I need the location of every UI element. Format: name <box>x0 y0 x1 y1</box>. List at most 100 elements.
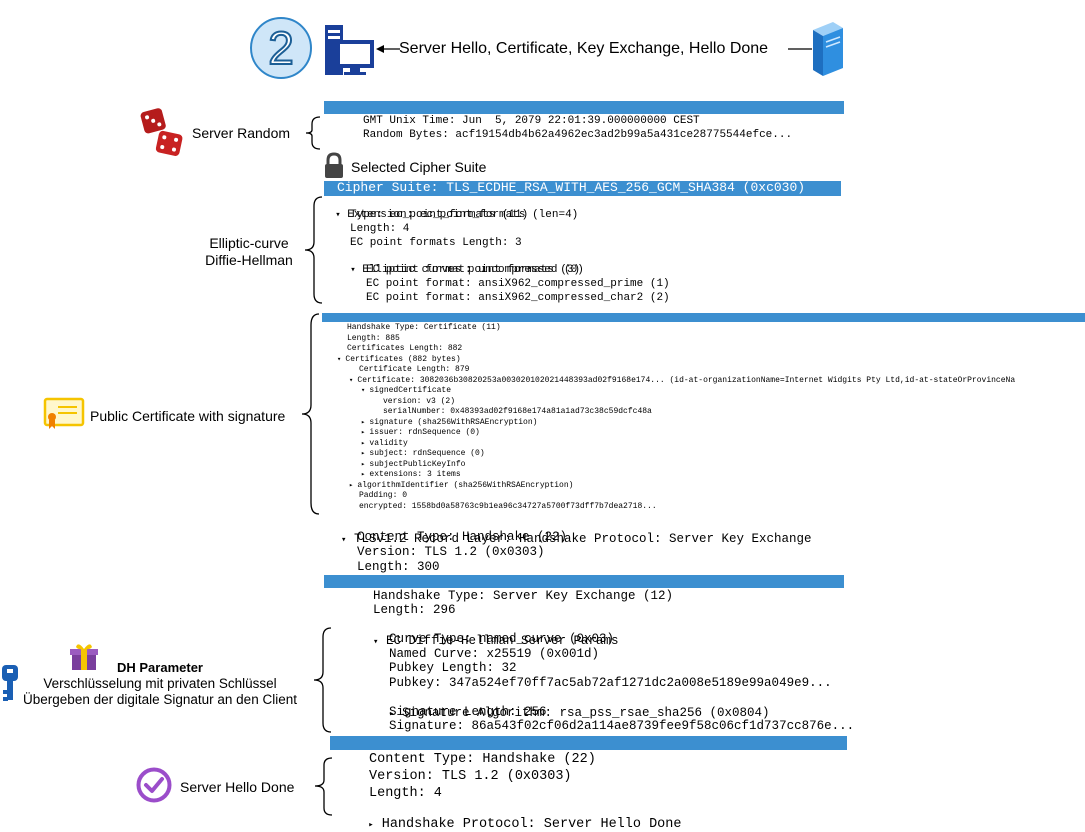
ske-hs-header[interactable]: ▾ Handshake Protocol: Server Key Exchang… <box>343 574 651 605</box>
label-ecdh-line-1: Diffie-Hellman <box>205 252 293 268</box>
ec-sub-header[interactable]: ▾ Elliptic curves point formats (3) <box>337 250 580 277</box>
hello-done-last-text: Handshake Protocol: Server Hello Done <box>381 817 682 832</box>
hello-done-last[interactable]: ▸ Handshake Protocol: Server Hello Done <box>352 802 681 832</box>
expand-closed-arrow-icon[interactable]: ▸ <box>361 418 370 427</box>
lock-icon <box>325 152 343 178</box>
label-server-random: Server Random <box>192 125 291 141</box>
certificate-line[interactable]: ▸ subject: rdnSequence (0) <box>361 449 485 460</box>
certificate-line[interactable]: ▸ issuer: rdnSequence (0) <box>361 428 480 439</box>
collapse-arrow-icon[interactable]: ▾ <box>349 376 358 385</box>
key-icon <box>2 665 18 701</box>
ec-extension-header[interactable]: ▾ Extension: ec_point_formats (len=4) <box>322 195 578 222</box>
ske-param-line-1: Named Curve: x25519 (0x001d) <box>389 647 600 661</box>
brace-ecdh <box>304 196 323 304</box>
certificate-line-text: Padding: 0 <box>359 491 408 500</box>
expand-closed-arrow-icon[interactable]: ▸ <box>361 471 370 479</box>
collapse-arrow-icon[interactable]: ▾ <box>337 355 346 364</box>
expand-closed-arrow-icon[interactable]: ▸ <box>368 820 374 830</box>
ske-record-line-2: Length: 300 <box>357 560 440 574</box>
ske-hs-line-0: Handshake Type: Server Key Exchange (12) <box>373 589 674 603</box>
ske-hs-line-1: Length: 296 <box>373 603 456 617</box>
collapse-arrow-icon[interactable]: ▾ <box>361 387 370 395</box>
certificate-line-text: algorithmIdentifier (sha256WithRSAEncryp… <box>357 480 574 490</box>
arrow-to-computer <box>376 45 400 53</box>
certificate-line-text: Certificate Length: 879 <box>359 365 470 374</box>
certificate-icon <box>43 397 85 429</box>
certificate-line: Length: 885 <box>347 334 400 345</box>
certificate-line[interactable]: ▾ Certificate: 3082036b30820253a00302010… <box>349 376 1015 387</box>
expand-closed-arrow-icon[interactable]: ▸ <box>349 481 358 490</box>
certificate-line: Padding: 0 <box>359 491 407 502</box>
check-circle-icon <box>136 767 172 803</box>
ec-sub-header-text: Elliptic curves point formats (3) <box>362 263 581 276</box>
certificate-line-text: Certificates (882 bytes) <box>345 354 461 364</box>
hello-done-line-1: Version: TLS 1.2 (0x0303) <box>369 769 572 784</box>
certificate-line: serialNumber: 0x48393ad02f9168e174a81a1a… <box>383 407 652 418</box>
random-header[interactable]: ▾ Random: cdd3f823acf19154db4b62a4962ec3… <box>324 100 747 127</box>
certificate-line-text: issuer: rdnSequence (0) <box>369 428 480 437</box>
collapse-arrow-icon[interactable]: ▾ <box>345 114 351 125</box>
certificate-line-text: validity <box>369 438 408 448</box>
ske-record-line-0: Content Type: Handshake (22) <box>357 530 568 544</box>
hello-done-line-0: Content Type: Handshake (22) <box>369 752 596 767</box>
ske-hs-header-text: Handshake Protocol: Server Key Exchange <box>370 589 651 603</box>
cipher-suite-row[interactable] <box>324 181 841 196</box>
certificate-line[interactable]: ▾ Certificates (882 bytes) <box>337 355 461 366</box>
certificate-line[interactable]: ▸ extensions: 3 items <box>361 470 461 481</box>
ske-sig-algo[interactable]: ▸ Signature Algorithm: rsa_pss_rsae_sha2… <box>374 690 770 722</box>
certificate-line-text: signedCertificate <box>369 386 452 395</box>
expand-closed-arrow-icon[interactable]: ▸ <box>361 439 370 448</box>
certificate-header-row[interactable] <box>322 313 1085 322</box>
ec-sub-line-2: EC point format: ansiX962_compressed_cha… <box>366 292 670 304</box>
ske-hs-header-row[interactable] <box>324 575 844 588</box>
certificate-line: Handshake Type: Certificate (11) <box>347 323 501 334</box>
label-dh-line1: Verschlüsselung mit privaten Schlüssel <box>43 676 277 691</box>
expand-arrow-icon[interactable]: ▾ <box>373 636 379 647</box>
collapse-arrow-icon[interactable]: ▾ <box>357 592 363 602</box>
cipher-suite[interactable]: Cipher Suite: TLS_ECDHE_RSA_WITH_AES_256… <box>337 180 806 195</box>
expand-arrow-icon[interactable]: ▾ <box>335 209 341 220</box>
ec-line-2: EC point formats Length: 3 <box>350 237 522 249</box>
certificate-line[interactable]: ▸ algorithmIdentifier (sha256WithRSAEncr… <box>349 481 573 492</box>
certificate-line-text: subjectPublicKeyInfo <box>369 459 466 469</box>
label-certificate: Public Certificate with signature <box>90 408 286 424</box>
certificate-line-text: Certificates Length: 882 <box>347 344 463 353</box>
expand-closed-arrow-icon[interactable]: ▸ <box>361 460 370 469</box>
hello-done-header-row[interactable] <box>330 736 847 750</box>
ske-sig-line-0: Signature Length: 256 <box>389 705 547 719</box>
expand-arrow-icon[interactable]: ▾ <box>350 264 356 275</box>
certificate-line-text: subject: rdnSequence (0) <box>369 449 485 458</box>
expand-closed-arrow-icon[interactable]: ▸ <box>361 429 370 437</box>
ec-line-1: Length: 4 <box>350 223 410 235</box>
certificate-line[interactable]: ▾ signedCertificate <box>361 386 451 397</box>
expand-closed-arrow-icon[interactable]: ▸ <box>389 708 395 719</box>
hello-done-header[interactable]: ▾ TLSv1.2 Record Layer: Handshake Protoc… <box>333 735 823 768</box>
ec-line-0: Type: ec_point_formats (11) <box>350 209 529 221</box>
certificate-line[interactable]: ▸ subjectPublicKeyInfo <box>361 460 465 471</box>
ec-sub-line-0: EC point format: uncompressed (0) <box>366 264 584 276</box>
ske-record-header[interactable]: ▾ TLSv1.2 Record Layer: Handshake Protoc… <box>326 516 812 548</box>
certificate-line-text: encrypted: 1558bd0a58763c9b1ea96c34727a5… <box>359 501 657 511</box>
certificate-line[interactable]: ▸ signature (sha256WithRSAEncryption) <box>361 418 537 429</box>
ske-params-header[interactable]: ▾ EC Diffie-Hellman Server Params <box>358 618 618 650</box>
expand-closed-arrow-icon[interactable]: ▸ <box>361 450 370 458</box>
collapse-arrow-icon[interactable]: ▾ <box>348 755 355 765</box>
gift-icon <box>70 644 98 670</box>
certificate-line-text: version: v3 (2) <box>383 396 456 406</box>
ske-param-line-0: Curve Type: named_curve (0x03) <box>389 632 615 646</box>
dice-icon <box>140 108 183 156</box>
hello-done-line-2: Length: 4 <box>369 786 442 801</box>
expand-arrow-icon[interactable]: ▾ <box>341 534 347 545</box>
collapse-arrow-icon[interactable]: ▾ <box>341 323 346 332</box>
certificate-line: version: v3 (2) <box>383 397 455 408</box>
ske-record-header-text: TLSv1.2 Record Layer: Handshake Protocol… <box>353 531 812 546</box>
certificate-header[interactable]: ▾ Handshake Protocol: Certificate <box>322 312 500 333</box>
brace-certificate <box>301 313 320 515</box>
step-number-circle <box>250 17 312 79</box>
certificate-line[interactable]: ▸ validity <box>361 439 408 450</box>
label-ecdh: Elliptic-curve Diffie-Hellman <box>195 235 303 269</box>
random-line-1: Random Bytes: acf19154db4b62a4962ec3ad2b… <box>363 129 793 141</box>
random-header-text: Random: cdd3f823acf19154db4b62a4962ec3ad… <box>357 113 747 126</box>
certificate-line-text: extensions: 3 items <box>369 470 461 479</box>
random-header-row[interactable] <box>324 101 844 114</box>
